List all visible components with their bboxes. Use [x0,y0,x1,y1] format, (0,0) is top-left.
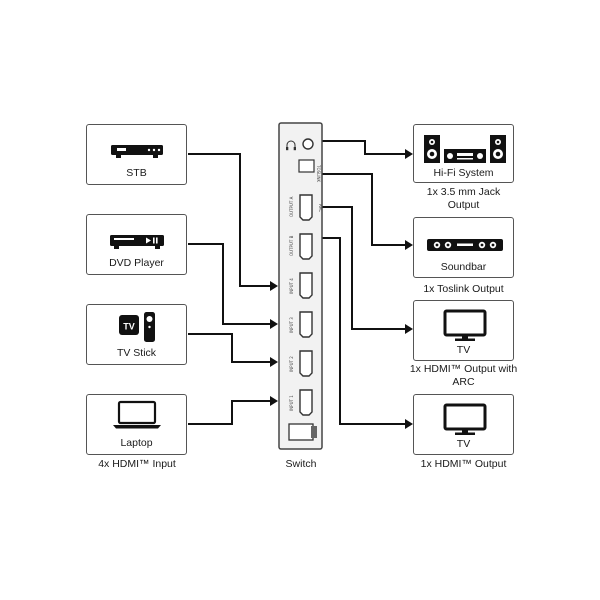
arrow-stb [270,281,278,291]
hdmi-port-input-2 [299,350,313,377]
output-box-hifi-system: Hi-Fi System [413,124,514,183]
port-label-input-4: INPUT 4 [289,278,294,294]
arrow-laptop [270,396,278,406]
output-box-tv-arc: TV [413,300,514,361]
wire-stb [188,153,270,287]
input-label-tv-stick: TV Stick [116,347,157,359]
hdmi-port-input-1 [299,389,313,416]
output-caption-tv: 1x HDMI™ Output [420,458,507,470]
wire-dvd [188,243,270,325]
laptop-icon [113,400,161,429]
wire-tv-arc [322,206,405,330]
input-box-tv-stick: TV TV Stick [86,304,187,365]
hifi-system-icon [424,135,506,163]
wire-hifi [322,140,405,155]
output-label-tv: TV [456,438,471,450]
toslink-port [298,159,315,173]
toslink-label: TOSLINK [316,164,321,183]
arrow-tv-stick [270,357,278,367]
port-label-input-3: INPUT 3 [289,317,294,333]
output-box-soundbar: Soundbar [413,217,514,278]
hdmi-port-input-4 [299,272,313,299]
switch-device: TOSLINK OUTPUT A ARC OUTPUT B INPUT 4 IN… [278,122,323,450]
output-caption-hifi-system: 1x 3.5 mm Jack Output [426,186,501,211]
input-label-dvd-player: DVD Player [109,257,164,269]
tv-icon [443,309,487,341]
input-label-stb: STB [126,167,147,179]
input-box-stb: STB [86,124,187,185]
hdmi-port-output-b [299,233,313,260]
port-label-input-2: INPUT 2 [289,356,294,372]
arrow-dvd [270,319,278,329]
output-box-tv: TV [413,394,514,455]
switch-caption: Switch [285,458,317,470]
wire-tv-stick [188,333,270,363]
output-caption-soundbar: 1x Toslink Output [423,283,504,295]
input-box-laptop: Laptop [86,394,187,455]
arc-label: ARC [318,204,323,212]
hdmi-port-input-3 [299,311,313,338]
hdmi-port-output-a [299,194,313,221]
headphone-icon [286,140,296,149]
wire-tv [322,237,405,425]
input-label-laptop: Laptop [120,437,153,449]
port-label-output-a: OUTPUT A [289,196,294,217]
output-label-tv-arc: TV [456,344,471,356]
output-label-soundbar: Soundbar [440,261,487,273]
power-port [288,423,314,441]
port-label-output-b: OUTPUT B [289,235,294,256]
output-label-hifi-system: Hi-Fi System [433,167,494,179]
arrow-soundbar [405,240,413,250]
audio-jack-port [302,138,314,150]
arrow-tv [405,419,413,429]
tv-stick-icon-text: TV [123,322,135,332]
stb-icon [111,145,163,158]
input-box-dvd-player: DVD Player [86,214,187,275]
port-label-input-1: INPUT 1 [289,395,294,411]
tv-icon [443,403,487,435]
wire-laptop [188,400,270,425]
dvd-player-icon [110,235,164,249]
wire-soundbar [322,173,405,246]
output-caption-tv-arc: 1x HDMI™ Output with ARC [409,363,518,388]
tv-stick-icon: TV [119,312,155,342]
soundbar-icon [427,239,503,251]
arrow-hifi [405,149,413,159]
arrow-tv-arc [405,324,413,334]
inputs-caption: 4x HDMI™ Input [98,458,176,470]
